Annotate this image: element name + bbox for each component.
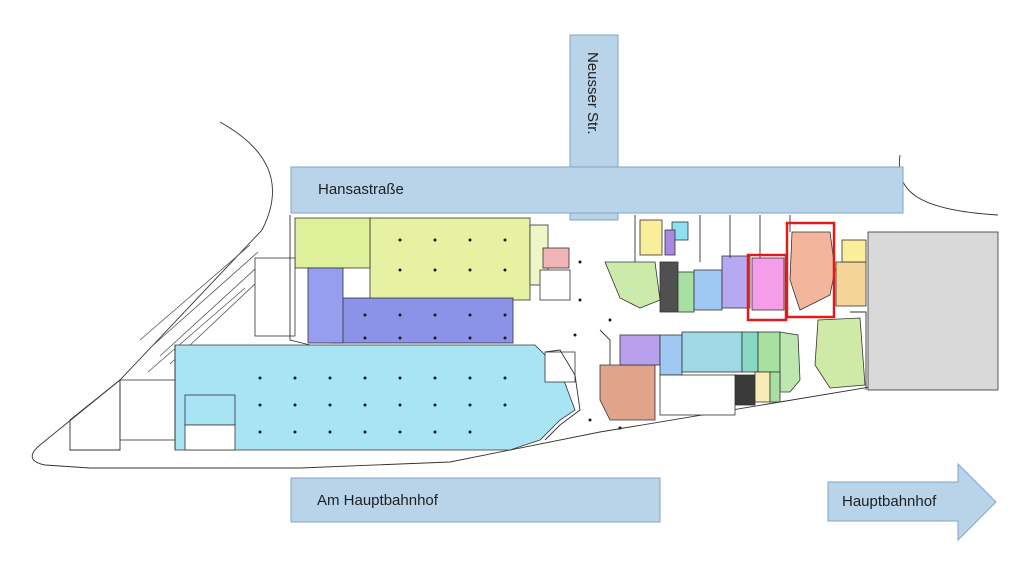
zone-white-lower-blocks — [659, 374, 736, 416]
zone-green-right — [814, 317, 866, 389]
zone-station-gray — [867, 231, 999, 391]
zone-teal-lower — [741, 331, 759, 373]
street-hansastrasse — [290, 166, 904, 214]
zone-cyan-large — [174, 344, 576, 451]
zone-purple-top — [664, 229, 676, 256]
highlight-box-right — [785, 221, 836, 319]
zone-yellow-right — [841, 239, 867, 263]
site-outline — [31, 121, 999, 469]
zone-white-cyan-left2 — [184, 424, 236, 451]
street-label-neusser: Neusser Str. — [584, 52, 601, 135]
arrow-hauptbahnhof — [827, 462, 997, 542]
zone-blue-left — [307, 267, 344, 344]
zone-green-left — [604, 261, 661, 309]
zone-tan — [835, 261, 867, 307]
zone-blue-top — [329, 297, 514, 344]
zone-pink-small — [542, 247, 570, 269]
zone-white-tower — [254, 257, 296, 337]
zone-cream-lower — [754, 371, 771, 403]
zone-purple-lower — [619, 334, 661, 366]
zone-green-2 — [677, 271, 695, 313]
zone-blue-2 — [693, 269, 723, 311]
zone-white-small — [539, 269, 571, 301]
zone-white-cyan-left — [184, 394, 236, 426]
zone-black-lower — [734, 374, 756, 406]
zone-white-left-stairs — [119, 379, 176, 441]
zone-lime-large — [369, 217, 531, 301]
zone-purple-2 — [721, 255, 751, 309]
zone-cyan-lower — [681, 331, 743, 373]
street-label-am-hauptbahnhof: Am Hauptbahnhof — [317, 492, 439, 509]
zone-dark-gray — [659, 261, 679, 313]
zone-salmon — [789, 231, 836, 311]
zone-salmon-lower — [599, 364, 656, 421]
column-grid — [258, 238, 622, 434]
floorplan-walls — [69, 215, 867, 451]
zone-lightgreen-lower — [779, 331, 801, 393]
zone-yellow-top — [639, 219, 663, 256]
zone-magenta — [751, 257, 785, 311]
zone-blue-lower-1 — [659, 334, 683, 376]
street-label-hansastrasse: Hansastraße — [318, 181, 404, 198]
zone-green-lower-2 — [769, 371, 781, 403]
street-label-hauptbahnhof: Hauptbahnhof — [842, 493, 937, 510]
zone-green-lower — [757, 331, 781, 373]
site-outline-inner — [898, 154, 999, 216]
street-am-hauptbahnhof — [290, 477, 661, 523]
zone-lime-left — [294, 217, 371, 269]
